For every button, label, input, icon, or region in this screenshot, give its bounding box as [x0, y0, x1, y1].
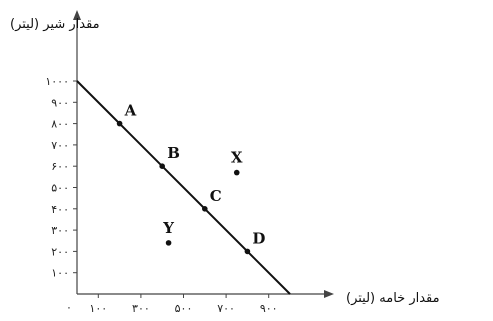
- y-tick-label: ۱۰۰: [51, 267, 69, 280]
- y-axis-arrow: [73, 10, 81, 20]
- y-tick-label: ۸۰۰: [51, 118, 69, 131]
- x-axis-title: مقدار خامه (لیتر): [346, 291, 440, 306]
- y-tick-label: ۴۰۰: [51, 203, 69, 216]
- y-tick-label: ۲۰۰: [51, 245, 69, 258]
- points: A B C D X Y: [116, 102, 265, 255]
- x-tick-label: ۳۰۰: [132, 302, 150, 315]
- y-axis-title: مقدار شیر (لیتر): [10, 17, 100, 32]
- y-tick-label: ۹۰۰: [51, 96, 69, 109]
- x-tick-label: ۱۰۰: [89, 302, 107, 315]
- origin-label: ۰: [66, 301, 72, 314]
- point-label-d: D: [252, 229, 265, 247]
- point-label-a: A: [124, 102, 137, 120]
- x-tick-label: ۹۰۰: [260, 302, 278, 315]
- point-label-x: X: [231, 149, 243, 167]
- y-tick-label: ۳۰۰: [51, 224, 69, 237]
- point-x: [233, 169, 240, 176]
- point-c: [202, 206, 208, 212]
- point-a: [116, 120, 123, 127]
- point-label-b: B: [167, 144, 180, 162]
- production-frontier-line: [76, 80, 291, 295]
- point-y: [165, 240, 172, 246]
- y-tick-label: ۵۰۰: [51, 182, 69, 195]
- x-tick-label: ۷۰۰: [217, 302, 235, 315]
- y-tick-label: ۷۰۰: [51, 139, 69, 152]
- point-label-y: Y: [162, 219, 174, 237]
- point-d: [244, 248, 251, 255]
- point-b: [159, 163, 165, 169]
- point-label-c: C: [210, 187, 222, 205]
- x-tick-label: ۵۰۰: [175, 302, 193, 315]
- x-ticks: ۱۰۰ ۳۰۰ ۵۰۰ ۷۰۰ ۹۰۰: [89, 294, 278, 315]
- y-tick-label: ۱۰۰۰: [45, 75, 69, 88]
- y-tick-label: ۶۰۰: [51, 160, 69, 173]
- y-ticks: ۱۰۰ ۲۰۰ ۳۰۰ ۴۰۰ ۵۰۰ ۶۰۰ ۷۰۰ ۸۰۰ ۹۰۰ ۱۰۰۰: [45, 75, 77, 280]
- x-axis-arrow: [324, 290, 334, 298]
